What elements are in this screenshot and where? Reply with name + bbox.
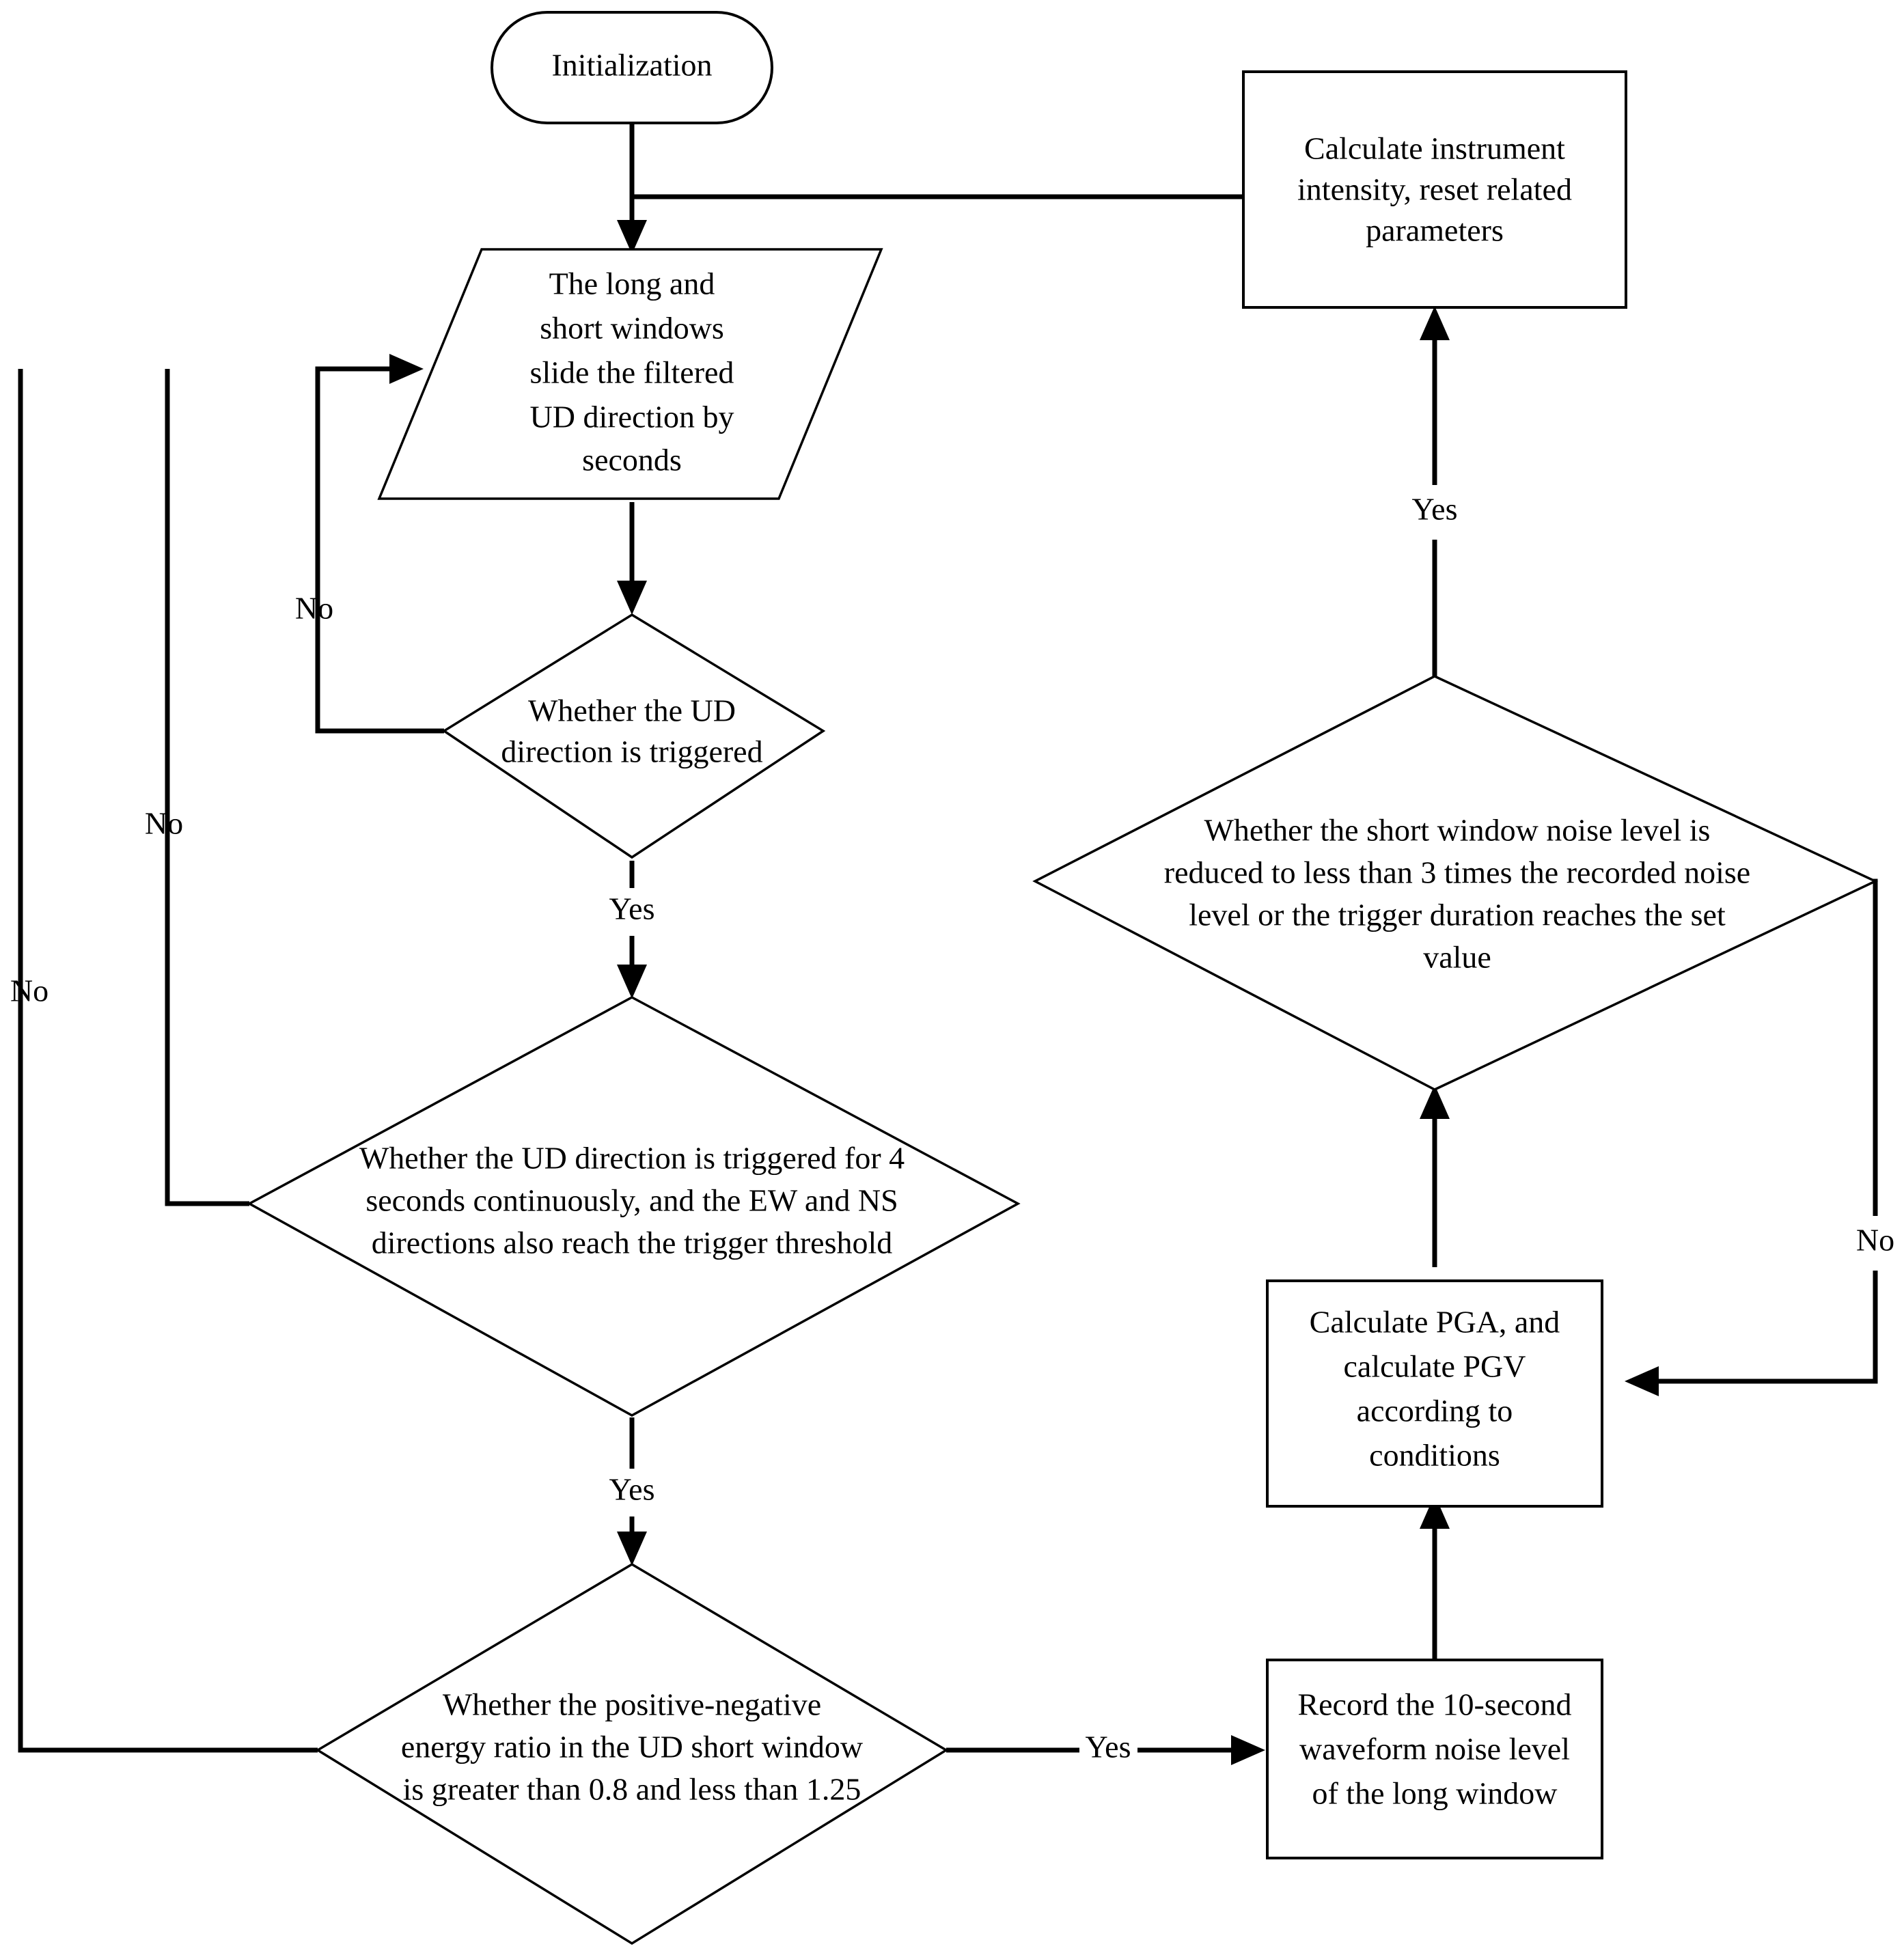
node-calculate-instrument-intensity[interactable]: Calculate instrument intensity, reset re… <box>1242 70 1627 309</box>
edge-record-to-pga <box>1420 1495 1450 1660</box>
edge-noise-decision-yes <box>1420 306 1450 676</box>
edge-label-no-energy-ratio: No <box>10 973 49 1008</box>
energy-ratio-line-2: energy ratio in the UD short window <box>401 1730 864 1764</box>
noise-reduced-line-1: Whether the short window noise level is <box>1204 813 1711 848</box>
node-noise-reduced-decision[interactable]: Whether the short window noise level is … <box>1032 675 1879 1091</box>
edge-label-no-ud-triggered: No <box>295 591 333 626</box>
calculate-intensity-line-1: Calculate instrument <box>1304 131 1565 166</box>
slide-windows-line-1: The long and <box>549 266 715 301</box>
node-slide-windows[interactable]: The long and short windows slide the fil… <box>377 248 883 500</box>
node-record-noise-level[interactable]: Record the 10-second waveform noise leve… <box>1266 1659 1603 1859</box>
energy-ratio-line-3: is greater than 0.8 and less than 1.25 <box>403 1772 861 1807</box>
record-noise-line-2: waveform noise level <box>1299 1732 1570 1767</box>
edge-ud-4sec-yes <box>617 1417 647 1566</box>
edge-ud-triggered-yes <box>617 861 647 999</box>
node-energy-ratio-decision[interactable]: Whether the positive-negative energy rat… <box>315 1562 949 1945</box>
ud-4sec-line-1: Whether the UD direction is triggered fo… <box>359 1141 905 1176</box>
ud-4sec-line-2: seconds continuously, and the EW and NS <box>365 1183 898 1218</box>
node-calculate-pga-pgv[interactable]: Calculate PGA, and calculate PGV accordi… <box>1266 1279 1603 1508</box>
slide-windows-line-2: short windows <box>540 311 724 346</box>
record-noise-line-3: of the long window <box>1312 1776 1558 1811</box>
edge-label-yes-ud-triggered: Yes <box>609 891 655 926</box>
energy-ratio-line-1: Whether the positive-negative <box>443 1687 821 1722</box>
edge-label-yes-noise-reduced: Yes <box>1412 492 1458 527</box>
node-ud-four-seconds-decision[interactable]: Whether the UD direction is triggered fo… <box>247 996 1021 1417</box>
edge-label-no-ud-4-seconds: No <box>145 806 183 841</box>
calculate-intensity-line-2: intensity, reset related <box>1297 172 1572 207</box>
noise-reduced-line-4: value <box>1423 940 1491 975</box>
initialization-label: Initialization <box>551 48 712 83</box>
node-ud-triggered-decision[interactable]: Whether the UD direction is triggered <box>441 613 826 859</box>
calculate-pga-line-2: calculate PGV <box>1344 1349 1526 1384</box>
record-noise-line-1: Record the 10-second <box>1297 1687 1571 1722</box>
slide-windows-line-3: slide the filtered <box>530 355 734 390</box>
edge-ud-triggered-no <box>315 354 444 734</box>
node-initialization[interactable]: Initialization <box>491 11 773 124</box>
noise-reduced-line-2: reduced to less than 3 times the recorde… <box>1164 855 1750 890</box>
ud-triggered-line-1: Whether the UD <box>528 693 736 728</box>
edge-ud-4sec-no <box>165 369 249 1206</box>
ud-triggered-line-2: direction is triggered <box>501 734 762 769</box>
slide-windows-line-5: seconds <box>582 443 682 477</box>
edge-slide-to-ud-triggered <box>617 502 647 615</box>
calculate-pga-line-4: conditions <box>1369 1438 1500 1473</box>
edge-label-yes-ud-4-seconds: Yes <box>609 1472 655 1507</box>
ud-4sec-line-3: directions also reach the trigger thresh… <box>372 1225 893 1260</box>
edge-pga-to-noise-decision <box>1420 1085 1450 1267</box>
calculate-intensity-line-3: parameters <box>1366 213 1504 248</box>
edge-label-yes-energy-ratio: Yes <box>1086 1730 1131 1764</box>
edge-label-no-noise-reduced: No <box>1856 1223 1894 1258</box>
calculate-pga-line-1: Calculate PGA, and <box>1310 1305 1560 1340</box>
edge-energy-ratio-yes <box>946 1735 1265 1765</box>
calculate-pga-line-3: according to <box>1357 1394 1513 1428</box>
edge-energy-ratio-no <box>18 369 318 1753</box>
edge-init-to-slide <box>617 123 647 254</box>
slide-windows-line-4: UD direction by <box>530 400 734 434</box>
noise-reduced-line-3: level or the trigger duration reaches th… <box>1189 898 1726 932</box>
